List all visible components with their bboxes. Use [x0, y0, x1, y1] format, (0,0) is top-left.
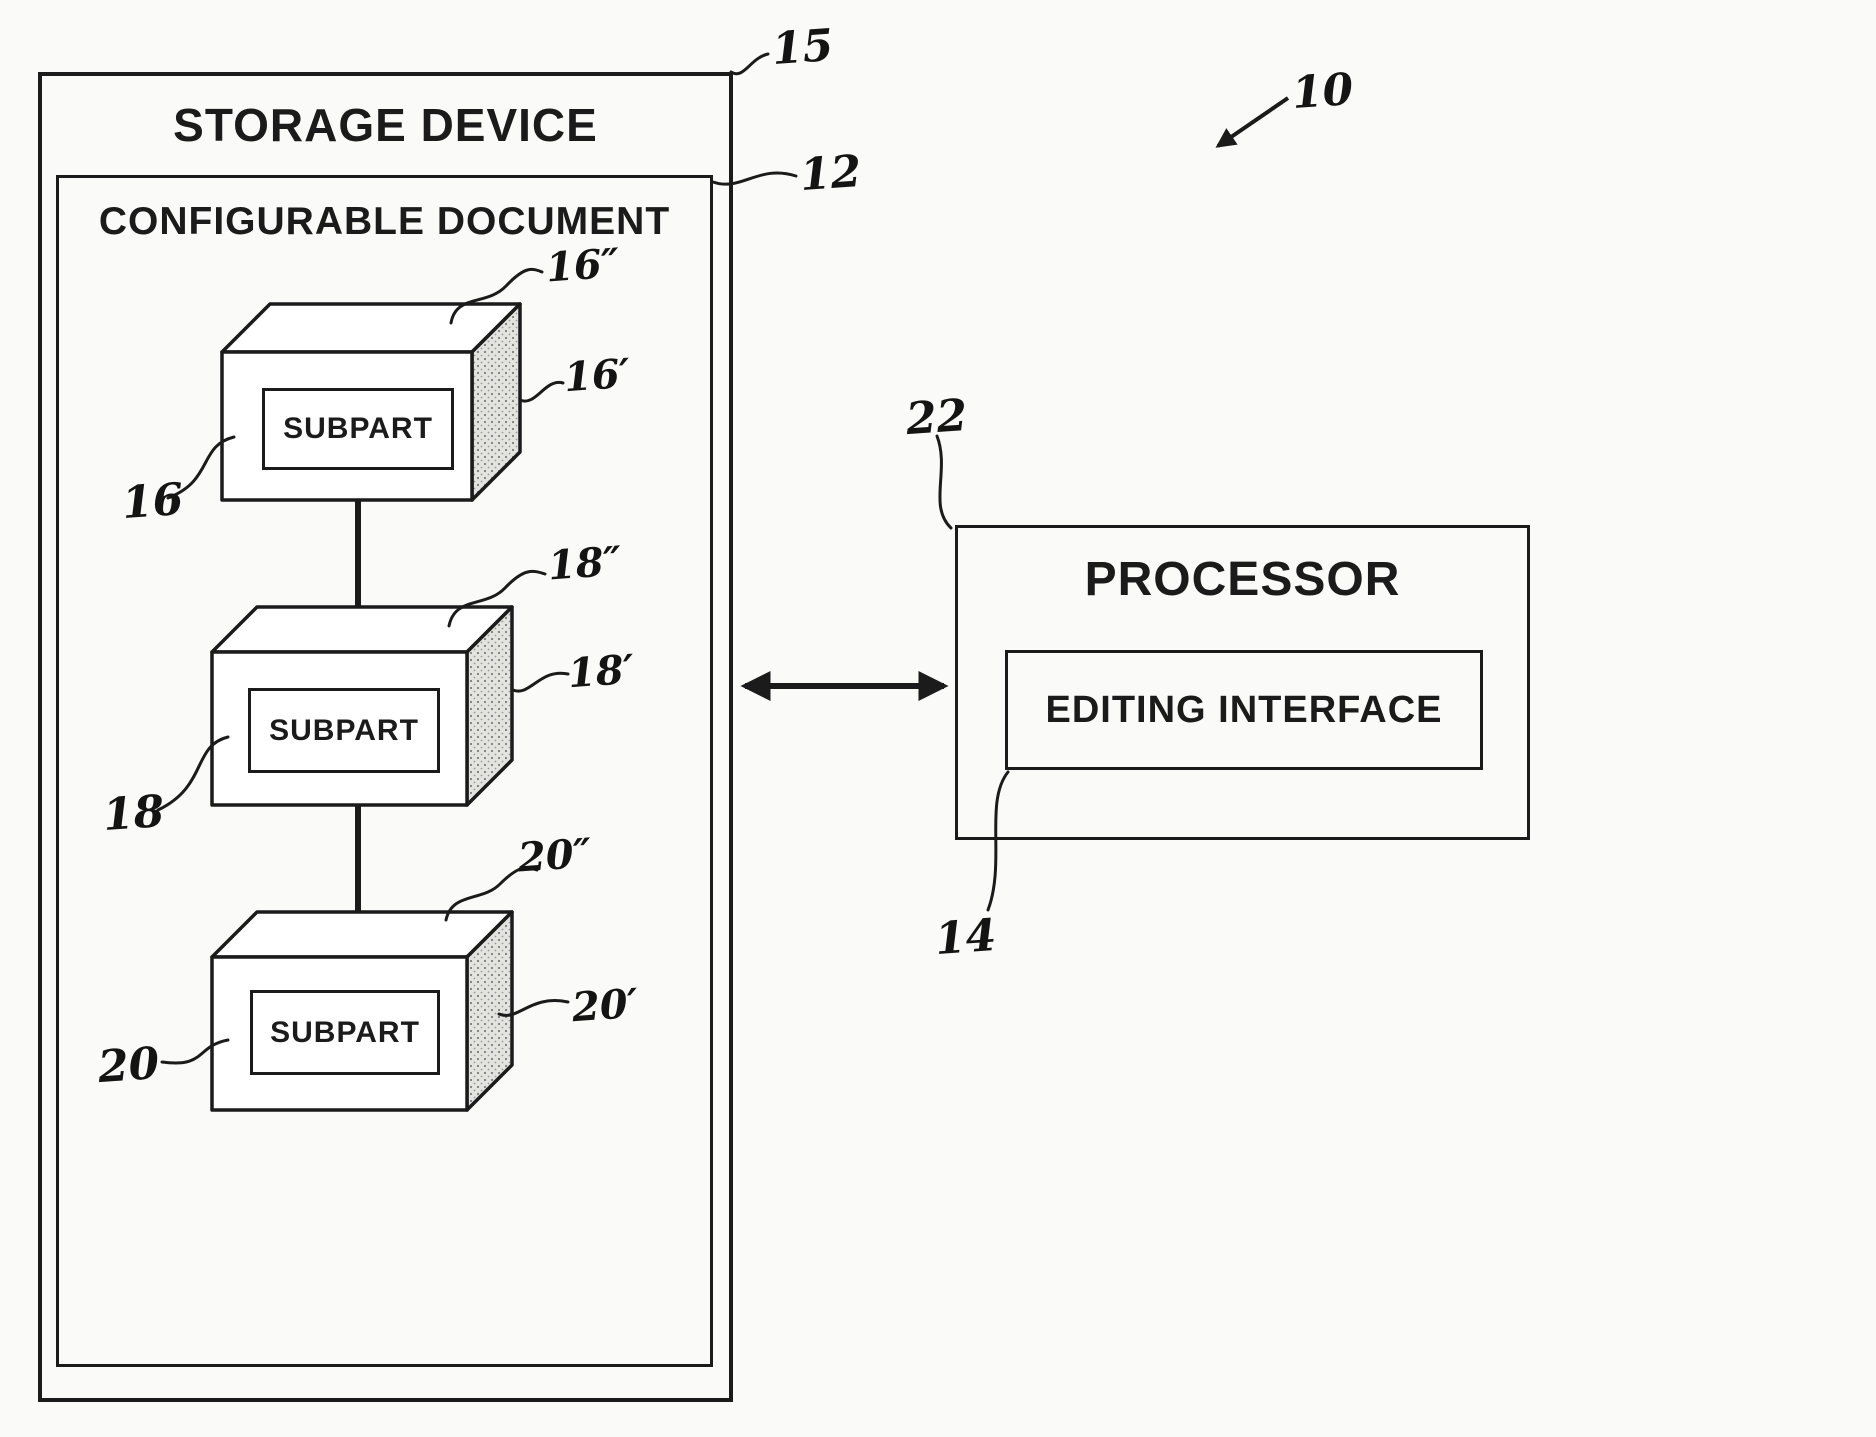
- ref-label-18: 18: [101, 785, 166, 842]
- subpart-box-3: SUBPART: [250, 990, 440, 1075]
- ref-label-15: 15: [770, 19, 835, 76]
- processor-title: PROCESSOR: [1084, 553, 1401, 606]
- ref-label-20-double-prime: 20″: [516, 829, 594, 882]
- processor-box: [955, 525, 1530, 840]
- storage-device-title: STORAGE DEVICE: [173, 99, 598, 151]
- editing-interface-label: EDITING INTERFACE: [1045, 688, 1443, 731]
- ref-label-10: 10: [1290, 63, 1355, 120]
- leader-line-16-p: [518, 381, 565, 403]
- ref-label-22: 22: [904, 389, 969, 446]
- ref-label-20-prime: 20′: [570, 979, 640, 1032]
- storage-device-box: [38, 72, 733, 1402]
- ref-label-16-prime: 16′: [562, 349, 632, 402]
- ref-label-12: 12: [798, 145, 863, 202]
- ref-label-18-prime: 18′: [566, 645, 636, 698]
- leader-line-20-dp: [444, 866, 539, 922]
- leader-line-18-p: [511, 671, 570, 693]
- leader-line-22: [935, 434, 953, 530]
- subpart-box-1: SUBPART: [262, 388, 454, 470]
- leader-line-16: [166, 435, 236, 500]
- leader-line-15: [729, 52, 770, 76]
- ref-10-arrow: [1215, 96, 1290, 148]
- leader-lines: [156, 52, 1010, 1065]
- ref-label-18-double-prime: 18″: [546, 537, 624, 590]
- leader-line-18: [156, 735, 230, 812]
- leader-line-12: [711, 171, 798, 186]
- leader-line-20: [160, 1038, 230, 1065]
- leader-line-16-dp: [449, 267, 544, 325]
- ref-label-16-double-prime: 16″: [544, 239, 622, 292]
- leader-line-20-p: [497, 999, 570, 1017]
- editing-interface-box: [1005, 650, 1483, 770]
- configurable-document-title: CONFIGURABLE DOCUMENT: [98, 200, 671, 243]
- leader-line-18-dp: [447, 569, 547, 628]
- configurable-document-box: [56, 175, 713, 1367]
- ref-label-14: 14: [933, 909, 998, 966]
- subpart-box-2: SUBPART: [248, 688, 440, 773]
- ref-label-16: 16: [120, 473, 185, 530]
- ref-label-20: 20: [96, 1037, 161, 1094]
- leader-line-14: [986, 770, 1010, 912]
